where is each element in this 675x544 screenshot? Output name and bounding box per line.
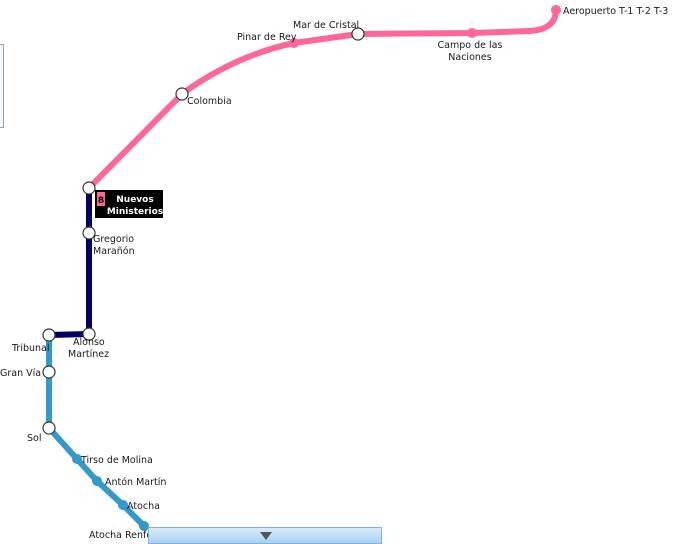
callout-station-name-1: Nuevos [116, 195, 153, 205]
callout-background [95, 190, 163, 218]
label-pinar-del-rey: Pinar de Rey [237, 32, 297, 43]
label-aeropuerto: Aeropuerto T-1 T-2 T-3 [563, 6, 668, 17]
station-dot-atocha[interactable] [118, 500, 128, 510]
label-atocha: Atocha [127, 501, 160, 512]
label-colombia: Colombia [187, 96, 232, 107]
label-tirso-de-molina: Tirso de Molina [80, 455, 153, 466]
line-8-route [86, 7, 559, 191]
chevron-down-icon[interactable] [260, 532, 272, 540]
label-atocha-renfe: Atocha Renfe [89, 530, 152, 541]
station-dot-campo-de-las-naciones[interactable] [467, 28, 477, 38]
label-campo-de-las-naciones-1: Campo de las [438, 40, 503, 51]
label-tribunal: Tribunal [11, 343, 50, 354]
label-campo-de-las-naciones-2: Naciones [448, 52, 491, 63]
station-dot-tirso-de-molina[interactable] [72, 454, 82, 464]
label-alonso-martinez-1: Alonso [73, 337, 105, 348]
station-dot-atocha-renfe[interactable] [139, 521, 149, 531]
expand-panel-bar[interactable] [148, 527, 382, 544]
line-1-route [46, 332, 147, 529]
interchange-alonso-martinez[interactable] [82, 327, 96, 341]
station-dot-pinar-del-rey[interactable] [289, 38, 299, 48]
interchange-gran-via[interactable] [42, 365, 56, 379]
station-dot-anton-martin[interactable] [92, 476, 102, 486]
station-callout[interactable]: 8 Nuevos Ministerios [95, 190, 163, 218]
interchange-tribunal[interactable] [42, 328, 56, 342]
callout-line-badge [97, 192, 105, 206]
side-panel[interactable] [0, 44, 4, 128]
label-sol: Sol [27, 433, 41, 444]
callout-station-name-2: Ministerios [107, 207, 163, 217]
label-gran-via: Gran Vía [0, 368, 41, 379]
station-dot-aeropuerto[interactable] [551, 5, 561, 15]
interchange-sol[interactable] [42, 421, 56, 435]
interchange-mar-de-cristal[interactable] [351, 27, 365, 41]
label-alonso-martinez-2: Martínez [68, 349, 109, 360]
label-gregorio-maranon-2: Marañón [93, 246, 135, 257]
interchange-colombia[interactable] [175, 87, 189, 101]
interchange-gregorio-maranon[interactable] [82, 226, 96, 240]
label-anton-martin: Antón Martín [105, 477, 166, 488]
callout-line-number: 8 [98, 196, 104, 206]
label-gregorio-maranon-1: Gregorio [93, 234, 134, 245]
line-10-route [46, 185, 92, 338]
interchange-nuevos-ministerios[interactable] [82, 181, 96, 195]
label-mar-de-cristal: Mar de Cristal [293, 20, 359, 31]
